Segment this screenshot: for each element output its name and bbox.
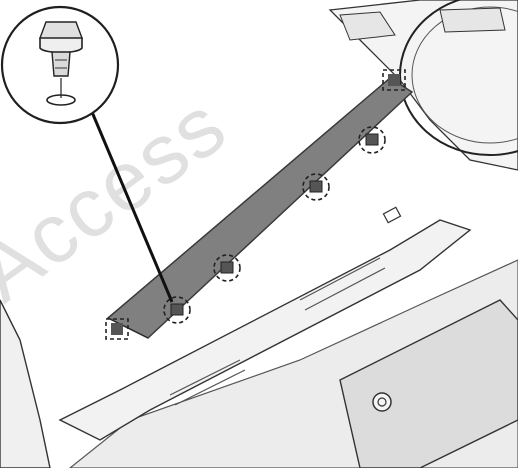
tab-marker xyxy=(382,69,406,91)
door-frame-edge xyxy=(0,299,51,468)
sill-trim-body xyxy=(58,206,472,441)
clip-markers xyxy=(105,69,406,340)
dashboard-area xyxy=(328,0,518,171)
push-pin-clip-icon xyxy=(0,5,120,125)
tab-marker xyxy=(105,318,129,340)
callout-leader xyxy=(90,111,174,303)
clip-marker xyxy=(302,173,330,201)
clip-marker xyxy=(213,254,241,282)
sill-panel xyxy=(106,77,414,339)
clip-marker xyxy=(163,296,191,324)
clip-marker xyxy=(358,126,386,154)
floor-area xyxy=(69,259,518,468)
